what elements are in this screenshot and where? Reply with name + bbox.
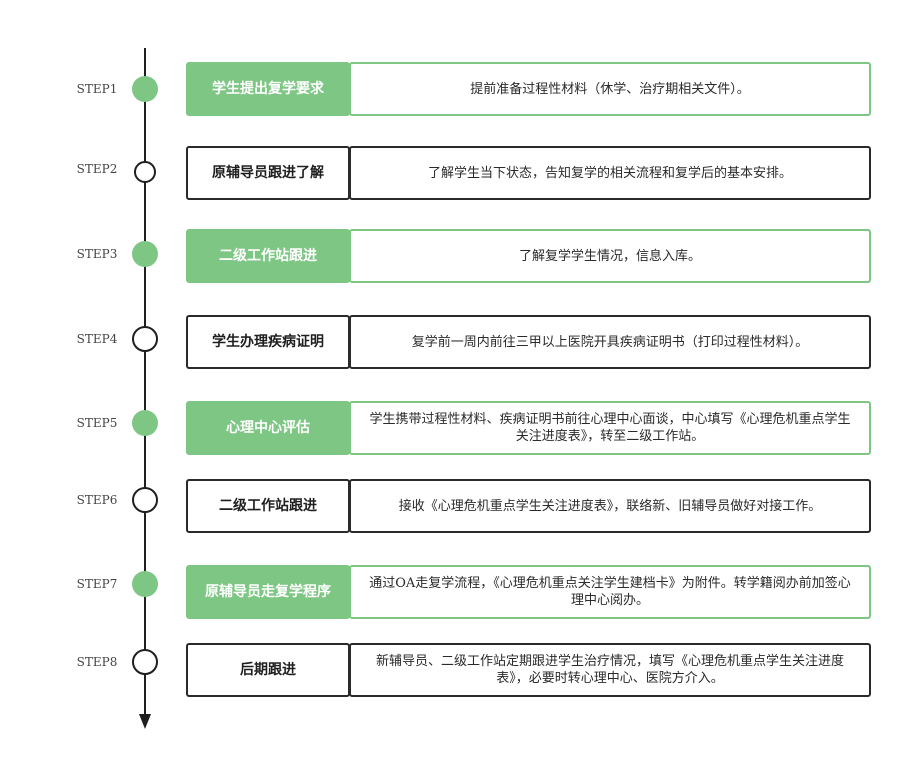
step-label: STEP2 <box>76 162 118 176</box>
step-description: 了解学生当下状态，告知复学的相关流程和复学后的基本安排。 <box>349 146 871 200</box>
timeline-arrow-icon <box>139 714 151 729</box>
step-description: 接收《心理危机重点学生关注进度表》，联络新、旧辅导员做好对接工作。 <box>349 479 871 533</box>
step-title: 心理中心评估 <box>186 401 350 455</box>
step-marker-pending <box>132 649 158 675</box>
step-label: STEP1 <box>76 82 118 96</box>
step-marker-pending <box>132 326 158 352</box>
step-description: 了解复学学生情况，信息入库。 <box>349 229 871 283</box>
step-marker-pending <box>132 487 158 513</box>
step-description: 提前准备过程性材料（休学、治疗期相关文件）。 <box>349 62 871 116</box>
step-label: STEP7 <box>76 577 118 591</box>
step-marker-done <box>132 241 158 267</box>
step-description: 复学前一周内前往三甲以上医院开具疾病证明书（打印过程性材料）。 <box>349 315 871 369</box>
step-title: 原辅导员跟进了解 <box>186 146 350 200</box>
step-description: 通过OA走复学流程，《心理危机重点关注学生建档卡》为附件。转学籍阅办前加签心理中… <box>349 565 871 619</box>
step-label: STEP8 <box>76 655 118 669</box>
step-title: 学生提出复学要求 <box>186 62 350 116</box>
step-marker-done <box>132 76 158 102</box>
step-label: STEP4 <box>76 332 118 346</box>
step-label: STEP6 <box>76 493 118 507</box>
step-label: STEP5 <box>76 416 118 430</box>
step-description: 学生携带过程性材料、疾病证明书前往心理中心面谈，中心填写《心理危机重点学生关注进… <box>349 401 871 455</box>
step-label: STEP3 <box>76 247 118 261</box>
step-title: 二级工作站跟进 <box>186 479 350 533</box>
step-title: 原辅导员走复学程序 <box>186 565 350 619</box>
step-description: 新辅导员、二级工作站定期跟进学生治疗情况，填写《心理危机重点学生关注进度表》，必… <box>349 643 871 697</box>
step-title: 二级工作站跟进 <box>186 229 350 283</box>
step-marker-pending <box>134 161 156 183</box>
step-title: 学生办理疾病证明 <box>186 315 350 369</box>
timeline-line <box>144 48 146 716</box>
step-marker-done <box>132 410 158 436</box>
step-marker-done <box>132 571 158 597</box>
step-title: 后期跟进 <box>186 643 350 697</box>
